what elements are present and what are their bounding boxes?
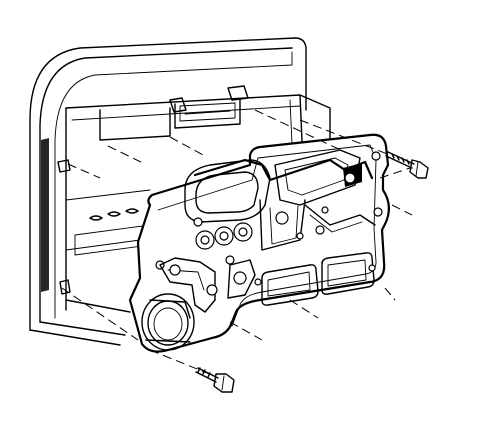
door-tab-fastener xyxy=(57,159,71,295)
lower-mounting-bolt xyxy=(195,367,235,393)
upper-mounting-bolt xyxy=(385,151,429,179)
speaker-opening xyxy=(141,293,195,351)
fastener-alignment-lines xyxy=(61,109,413,376)
window-regulator-module-panel xyxy=(128,133,390,353)
